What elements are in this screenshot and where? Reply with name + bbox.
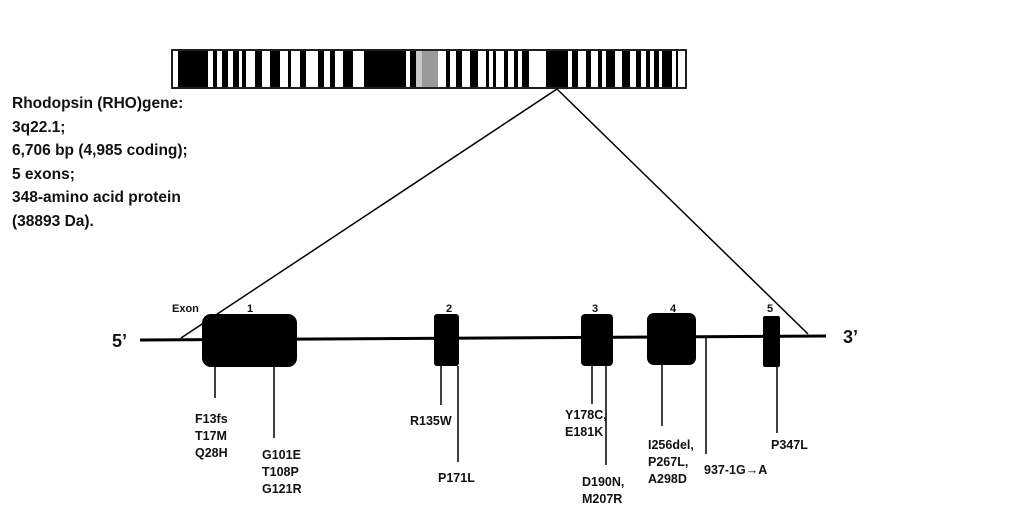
chromosome-band bbox=[572, 51, 578, 87]
chromosome-centromere-light bbox=[416, 51, 422, 87]
chromosome-band bbox=[410, 51, 416, 87]
zoom-line-right bbox=[556, 88, 809, 335]
gene-info-line-protein: 348-amino acid protein bbox=[12, 189, 181, 206]
exon-3-box bbox=[581, 314, 613, 366]
chromosome-band bbox=[343, 51, 353, 87]
chromosome-centromere bbox=[422, 51, 438, 87]
chromosome-bands bbox=[178, 51, 678, 87]
mutation-m1-line: T17M bbox=[195, 429, 227, 443]
mutation-m2: G101E T108P G121R bbox=[262, 448, 304, 496]
mutation-m7-line: I256del, bbox=[648, 438, 694, 452]
chromosome-band bbox=[598, 51, 602, 87]
mutation-m6-line: D190N, bbox=[582, 475, 624, 489]
mutation-m7: I256del, P267L, A298D bbox=[648, 438, 697, 486]
chromosome-band bbox=[646, 51, 650, 87]
chromosome-band bbox=[288, 51, 291, 87]
mutation-m8: 937-1G→A bbox=[704, 463, 767, 477]
exon-5-label: 5 bbox=[767, 303, 773, 315]
gene-info-line-exons: 5 exons; bbox=[12, 165, 75, 183]
chromosome-band bbox=[178, 51, 208, 87]
chromosome-band bbox=[300, 51, 306, 87]
three-prime-label: 3’ bbox=[843, 327, 858, 347]
gene-info-line-name: Rhodopsin (RHO)gene: bbox=[12, 95, 184, 112]
mutation-m7-line: A298D bbox=[648, 472, 687, 486]
exon-caption: Exon bbox=[172, 303, 199, 315]
exon-4-box bbox=[647, 313, 696, 365]
chromosome-band bbox=[636, 51, 641, 87]
mutation-m1-line: Q28H bbox=[195, 446, 228, 460]
exon-1-box bbox=[202, 314, 297, 367]
gene-info-line-mass: (38893 Da). bbox=[12, 212, 94, 230]
chromosome-band bbox=[255, 51, 262, 87]
chromosome-band bbox=[606, 51, 615, 87]
chromosome-band bbox=[622, 51, 630, 87]
chromosome-band bbox=[662, 51, 672, 87]
mutation-m3: R135W bbox=[410, 414, 452, 428]
mutation-m6-line: M207R bbox=[582, 492, 622, 506]
mutation-m1: F13fs T17M Q28H bbox=[195, 412, 231, 460]
chromosome-ideogram bbox=[171, 49, 687, 89]
chromosome-band bbox=[270, 51, 280, 87]
mutation-m2-line: G101E bbox=[262, 448, 301, 462]
mutation-m5-line: E181K bbox=[565, 425, 603, 439]
mutation-m2-line: T108P bbox=[262, 465, 299, 479]
mutation-pointers bbox=[214, 338, 778, 465]
chromosome-band bbox=[654, 51, 659, 87]
chromosome-band bbox=[318, 51, 324, 87]
exon-2-box bbox=[434, 314, 459, 366]
chromosome-band bbox=[504, 51, 508, 87]
mutation-m7-line: P267L, bbox=[648, 455, 688, 469]
zoom-line-left bbox=[180, 88, 558, 339]
gene-info-line-size: 6,706 bp (4,985 coding); bbox=[12, 142, 188, 159]
chromosome-outline-top bbox=[171, 49, 687, 89]
mutation-m1-line: F13fs bbox=[195, 412, 228, 426]
chromosome-band bbox=[470, 51, 478, 87]
chromosome-band bbox=[330, 51, 335, 87]
chromosome-band bbox=[446, 51, 450, 87]
chromosome-band bbox=[222, 51, 228, 87]
exon-4-label: 4 bbox=[670, 303, 677, 315]
chromosome-band bbox=[586, 51, 591, 87]
mutation-m2-line: G121R bbox=[262, 482, 302, 496]
five-prime-label: 5’ bbox=[112, 331, 127, 351]
chromosome-band bbox=[676, 51, 678, 87]
gene-info-block: Rhodopsin (RHO)gene: 3q22.1; 6,706 bp (4… bbox=[12, 92, 188, 233]
mutation-m5-line: Y178C, bbox=[565, 408, 607, 422]
chromosome-band bbox=[486, 51, 489, 87]
mutation-labels: F13fs T17M Q28H G101E T108P G121R R135W … bbox=[195, 408, 808, 506]
chromosome-band bbox=[522, 51, 529, 87]
chromosome-band bbox=[514, 51, 518, 87]
mutation-m6: D190N, M207R bbox=[582, 475, 628, 506]
exons bbox=[202, 313, 780, 367]
exon-1-label: 1 bbox=[247, 303, 253, 315]
chromosome-band bbox=[364, 51, 406, 87]
chromosome-band bbox=[456, 51, 462, 87]
chromosome-band bbox=[546, 51, 568, 87]
exon-2-label: 2 bbox=[446, 303, 452, 315]
chromosome-band bbox=[213, 51, 217, 87]
mutation-m9: P347L bbox=[771, 438, 808, 452]
mutation-m5: Y178C, E181K bbox=[565, 408, 610, 439]
mutation-m4: P171L bbox=[438, 471, 475, 485]
gene-info-line-locus: 3q22.1; bbox=[12, 118, 66, 136]
chromosome-band bbox=[233, 51, 239, 87]
exon-3-label: 3 bbox=[592, 303, 598, 315]
exon-5-box bbox=[763, 316, 780, 367]
chromosome-band bbox=[242, 51, 246, 87]
chromosome-band bbox=[493, 51, 496, 87]
